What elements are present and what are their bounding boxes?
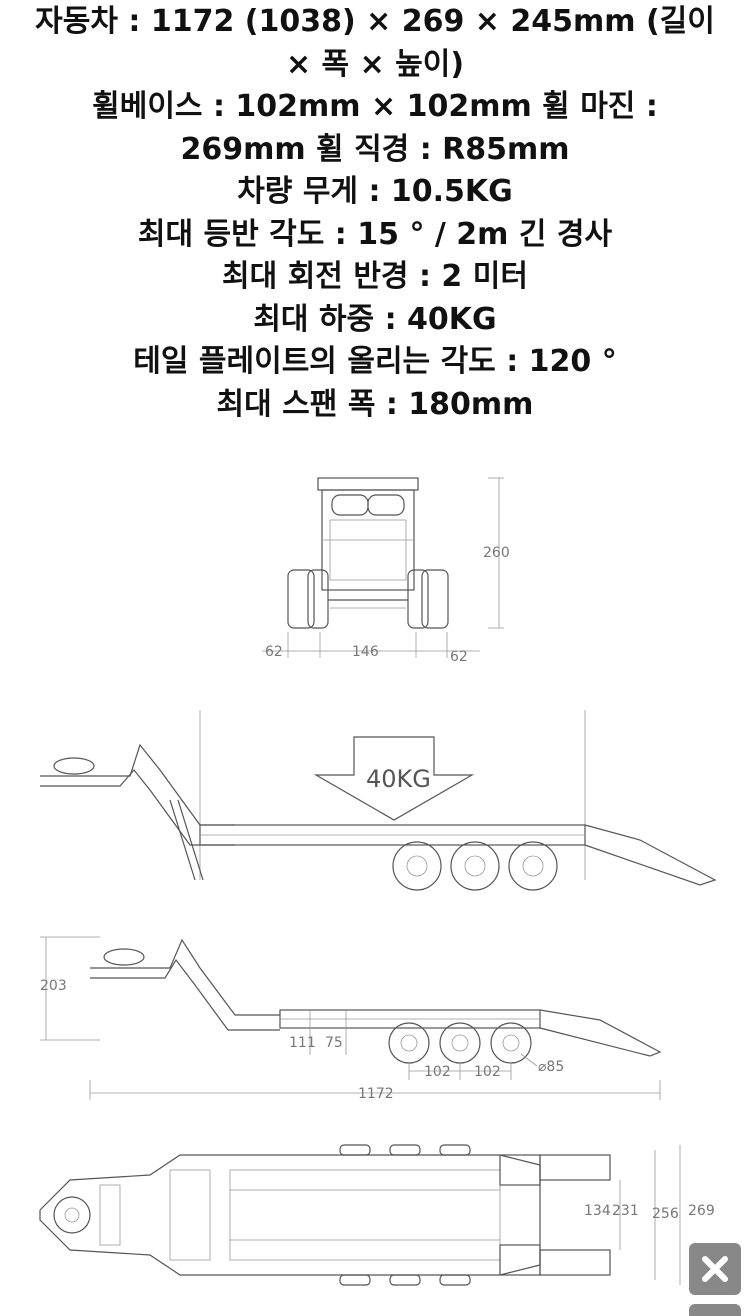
side-view-drawing: 203 111 75 102 102 ⌀85 1172 <box>40 936 662 1102</box>
front-right-dim: 62 <box>450 649 468 665</box>
side-dim-2: 75 <box>325 1035 343 1051</box>
load-view-drawing: 40KG <box>40 710 717 891</box>
front-height-dim: 260 <box>483 545 510 561</box>
spec-line: 269mm 휠 직경 : R85mm <box>180 131 570 167</box>
wheelbase-dim-1: 102 <box>424 1064 451 1080</box>
spec-line: 최대 등반 각도 : 15 ° / 2m 긴 경사 <box>137 216 613 252</box>
close-button[interactable] <box>689 1243 741 1295</box>
spec-list: 자동차 : 1172 (1038) × 269 × 245mm (길이 × 폭 … <box>0 0 750 426</box>
spec-line: 차량 무게 : 10.5KG <box>237 174 513 209</box>
top-dim-134: 134 <box>584 1203 611 1219</box>
top-dim-269: 269 <box>688 1203 715 1219</box>
wheelbase-dim-2: 102 <box>474 1064 501 1080</box>
secondary-button[interactable] <box>689 1304 741 1316</box>
top-dim-231: 231 <box>612 1203 639 1219</box>
top-dim-256: 256 <box>652 1206 679 1222</box>
wheel-diameter-dim: ⌀85 <box>538 1059 564 1075</box>
front-view-drawing: 260 62 146 62 <box>262 477 510 665</box>
close-icon <box>702 1256 728 1282</box>
front-left-dim: 62 <box>265 644 283 660</box>
spec-line: 최대 하중 : 40KG <box>253 301 497 337</box>
spec-line: 최대 회전 반경 : 2 미터 <box>222 259 528 294</box>
side-height-dim: 203 <box>40 978 67 994</box>
spec-line: 휠베이스 : 102mm × 102mm 휠 마진 : <box>92 89 658 124</box>
spec-line: 최대 스팬 폭 : 180mm <box>216 386 534 422</box>
total-length-dim: 1172 <box>358 1086 394 1102</box>
load-label: 40KG <box>366 765 431 793</box>
front-center-dim: 146 <box>352 644 379 660</box>
spec-line: 테일 플레이트의 올리는 각도 : 120 ° <box>133 344 617 379</box>
spec-line: 자동차 : 1172 (1038) × 269 × 245mm (길이 <box>35 4 715 39</box>
side-dim-1: 111 <box>289 1035 316 1051</box>
spec-line: × 폭 × 높이) <box>285 46 465 82</box>
top-view-drawing: 134 231 256 269 <box>39 1144 715 1286</box>
